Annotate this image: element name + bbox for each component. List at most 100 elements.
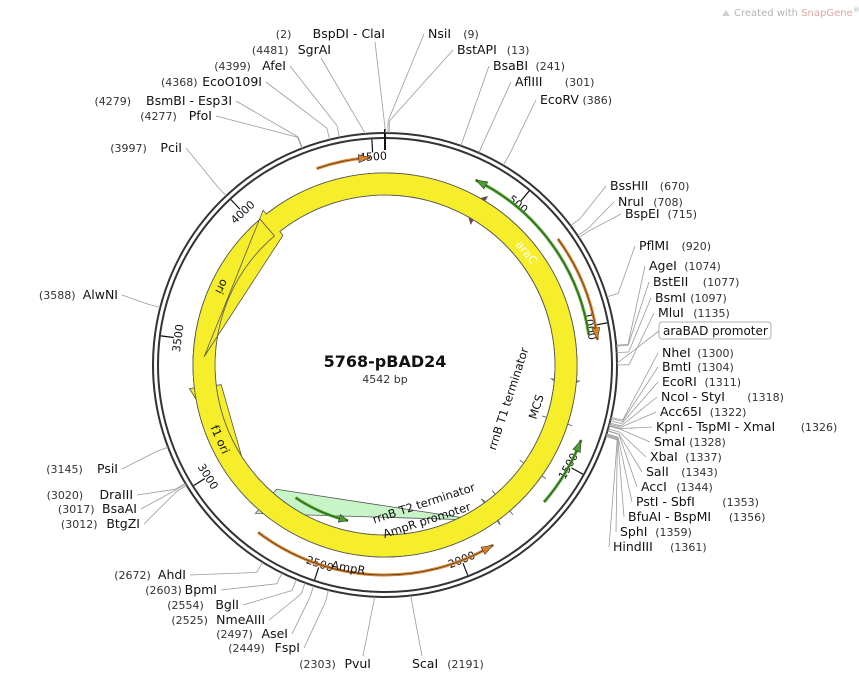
leader-hindiii — [608, 439, 618, 548]
site-mlui: MluI(1135) — [658, 305, 730, 320]
leader-fspi — [303, 601, 326, 649]
site-pos-mlui: (1135) — [693, 307, 730, 320]
leader-draiii — [136, 488, 176, 496]
site-bsmbi-esp3i: BsmBI - Esp3I(4279) — [95, 93, 232, 108]
site-name-bspei: BspEI — [625, 206, 660, 221]
feature-label-ori: ori — [212, 277, 231, 297]
site-pos-ncoi-styi: (1318) — [747, 391, 784, 404]
site-pos-bpmi: (2603) — [145, 584, 182, 597]
leader-sali — [618, 433, 643, 473]
site-bsabi: BsaBI(241) — [493, 58, 565, 73]
site-name-pcii: PciI — [160, 140, 182, 155]
site-pos-afei: (4399) — [214, 60, 251, 73]
site-name-bmti: BmtI — [662, 359, 691, 374]
site-name-bsaai: BsaAI — [102, 501, 137, 516]
credit-brand: SnapGene — [801, 8, 853, 19]
leader-mlui — [628, 312, 655, 366]
site-pos-afliii: (301) — [565, 76, 595, 89]
site-name-psii: PsiI — [97, 461, 118, 476]
site-nhei: NheI(1300) — [662, 345, 734, 360]
site-pos-acc65i: (1322) — [710, 406, 747, 419]
svg-text:Created with SnapGene®: Created with SnapGene® — [734, 6, 859, 19]
site-name-fspi: FspI — [275, 640, 300, 655]
leader-nmeaiii — [268, 593, 302, 621]
site-draiii: DraIII(3020) — [47, 487, 133, 502]
leader-bstapi — [389, 49, 454, 122]
site-acci: AccI(1344) — [641, 479, 713, 494]
site-pos-bspdi-clai: (2) — [276, 28, 292, 41]
site-pos-bgli: (2554) — [167, 599, 204, 612]
site-name-asei: AseI — [262, 626, 288, 641]
leader-stub-alwni — [148, 303, 161, 308]
site-pos-acci: (1344) — [676, 481, 713, 494]
leader-stub-acci — [607, 430, 620, 435]
site-agei: AgeI (1074) — [649, 258, 721, 273]
leader-sphi — [615, 439, 618, 533]
site-pos-pflmi: (920) — [682, 240, 712, 253]
site-sphi: SphI(1359) — [620, 524, 692, 539]
site-leaders — [121, 33, 659, 657]
site-bsteii: BstEII(1077) — [653, 274, 739, 289]
leader-acci — [618, 434, 638, 488]
tick-label-4500: 4500 — [359, 150, 388, 165]
site-name-psti-sbfi: PstI - SbfI — [636, 494, 695, 509]
site-name-bsmbi-esp3i: BsmBI - Esp3I — [146, 93, 232, 108]
site-bsaai: BsaAI (3017) — [58, 501, 137, 516]
leader-stub-pflmi — [606, 292, 619, 298]
site-name-hindiii: HindIII — [613, 539, 653, 554]
leader-bgli — [242, 590, 293, 606]
site-pos-bmti: (1304) — [697, 361, 734, 374]
araBAD-promoter-leader — [616, 330, 660, 364]
tick-label-3500: 3500 — [170, 323, 187, 352]
site-ahdi: AhdI(2672) — [114, 567, 186, 582]
orf-2 — [556, 238, 601, 341]
leader-afei — [289, 65, 338, 127]
leader-stub-ahdi — [256, 561, 264, 573]
leader-stub-agei — [616, 343, 629, 346]
leader-psti-sbfi — [617, 437, 633, 503]
site-bspei: BspEI(715) — [625, 206, 697, 221]
leader-xbai — [619, 431, 647, 458]
site-labels: BspDI - ClaI(2)SgrAI(4481)NsiI(9)BstAPI(… — [39, 26, 837, 671]
feature-label-AmpR: AmpR — [330, 558, 366, 578]
site-acc65i: Acc65I (1322) — [660, 404, 746, 419]
site-pos-asei: (2497) — [216, 628, 253, 641]
site-name-ncoi-styi: NcoI - StyI — [661, 389, 725, 404]
leader-ncoi-styi — [621, 396, 658, 427]
site-name-bsteii: BstEII — [653, 274, 688, 289]
araBAD-promoter-label: araBAD promoter — [663, 324, 768, 338]
tick-2500 — [314, 567, 320, 580]
leader-stub-bpmi — [276, 572, 283, 584]
site-name-draiii: DraIII — [100, 487, 133, 502]
site-name-agei: AgeI — [649, 258, 677, 273]
leader-nsii — [387, 33, 425, 122]
site-name-xbai: XbaI — [650, 449, 678, 464]
site-name-nhei: NheI — [662, 345, 691, 360]
leader-stub-afliii — [478, 141, 485, 153]
leader-stub-asei — [309, 585, 315, 598]
site-pos-nmeaiii: (2525) — [171, 614, 208, 627]
site-name-nsii: NsiI — [428, 26, 451, 41]
site-name-acc65i: Acc65I — [660, 404, 702, 419]
site-pos-nsii: (9) — [463, 28, 479, 41]
leader-bsmbi-esp3i — [235, 100, 299, 138]
site-pos-ecorv: (386) — [583, 94, 613, 107]
site-name-bstapi: BstAPI — [457, 42, 497, 57]
leader-bspei — [588, 213, 622, 232]
site-name-nmeaiii: NmeAIII — [216, 612, 265, 627]
site-smai: SmaI(1328) — [654, 434, 726, 449]
site-pos-hindiii: (1361) — [670, 541, 707, 554]
site-bmti: BmtI (1304) — [662, 359, 734, 374]
credit-mark: ® — [853, 6, 859, 14]
site-pos-bsaai: (3017) — [58, 503, 95, 516]
site-ncoi-styi: NcoI - StyI (1318) — [661, 389, 784, 404]
leader-ecori — [621, 381, 659, 424]
leader-stub-afei — [336, 125, 340, 138]
site-pos-agei: (1074) — [684, 260, 721, 273]
tick-label-500: 500 — [506, 193, 530, 216]
snapgene-logo-icon — [722, 10, 730, 16]
leader-psii — [121, 450, 157, 470]
leader-stub-bspei — [578, 230, 590, 238]
leader-stub-bsmbi-esp3i — [297, 136, 303, 149]
orf-2-head — [591, 326, 601, 341]
